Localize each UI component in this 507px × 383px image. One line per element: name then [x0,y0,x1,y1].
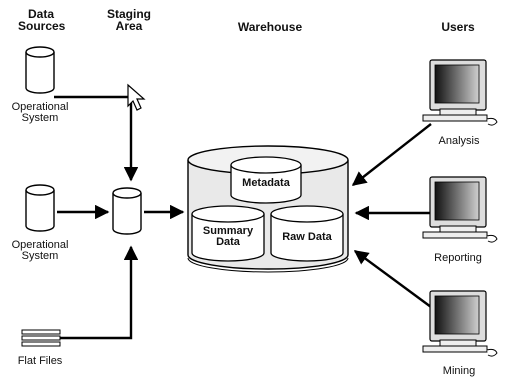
operational-system-1-label: Operational System [5,102,75,124]
header-warehouse: Warehouse [237,20,303,34]
metadata-cylinder-icon [230,156,302,204]
mouse-cursor-icon [127,83,146,111]
analysis-label: Analysis [438,135,480,147]
flat-files-label: Flat Files [17,355,63,367]
operational-system-1-line1: Operational [11,101,69,113]
raw-data-cylinder-icon [270,205,344,262]
header-staging-area: Staging Area [104,8,154,32]
analysis-computer-icon [422,59,498,126]
arrow-analysis-to-warehouse [351,123,432,186]
operational-system-2-line2: System [21,250,59,262]
flat-files-icon [21,329,61,347]
summary-data-cylinder-icon [191,205,265,262]
header-users: Users [441,20,475,34]
operational-system-1-cylinder-icon [25,46,55,94]
operational-system-1-line2: System [21,112,59,124]
staging-area-cylinder-icon [112,187,142,235]
raw-data-label: Raw Data [282,231,332,243]
reporting-label: Reporting [434,252,482,264]
operational-system-2-cylinder-icon [25,184,55,232]
header-data-sources-line2: Sources [18,19,66,33]
header-data-sources-line1: Data [27,7,54,21]
header-data-sources: Data Sources [18,7,66,33]
summary-data-label: Summary Data [196,226,260,248]
header-staging-area-line2: Area [115,19,143,33]
header-staging-area-line1: Staging [107,7,151,21]
operational-system-2-line1: Operational [11,239,69,251]
arrow-mining-to-warehouse [353,250,432,308]
reporting-computer-icon [422,176,498,243]
metadata-label: Metadata [242,177,290,189]
operational-system-2-label: Operational System [5,240,75,262]
summary-data-line2: Data [216,236,240,248]
mining-computer-icon [422,290,498,357]
summary-data-line1: Summary [202,225,254,237]
mining-label: Mining [442,365,476,377]
arrow-flatfiles-to-staging [60,245,139,340]
